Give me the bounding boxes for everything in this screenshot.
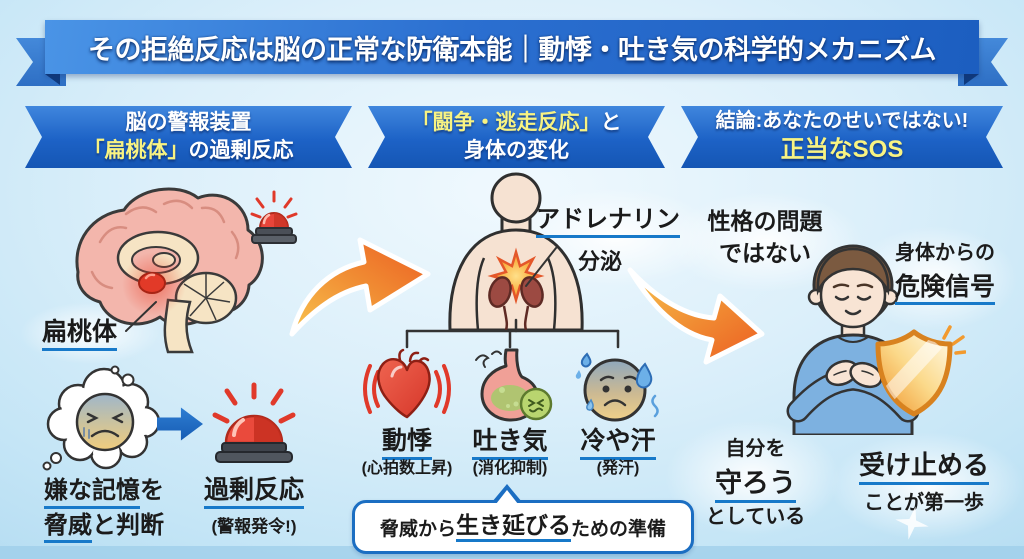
header-fight-flight-highlight: 「闘争・逃走反応」 — [411, 111, 601, 135]
symptom-label: 冷や汗 — [563, 424, 673, 460]
header-conclusion: 結論:あなたのせいではない! 正当なSOS — [681, 106, 1003, 168]
title-banner: その拒絶反応は脳の正常な防衛本能｜動悸・吐き気の科学的メカニズム — [45, 20, 979, 74]
flow-arrow-icon — [289, 237, 431, 337]
symptom-label: 吐き気 — [455, 424, 565, 460]
amygdala-label: 扁桃体 — [42, 318, 118, 351]
header-conclusion-line2: 正当なSOS — [780, 136, 904, 164]
header-amygdala-line1: 脳の警報装置 — [125, 111, 252, 135]
survival-callout: 脅威から生き延びるための準備 — [352, 500, 694, 554]
distressed-face-icon — [75, 392, 135, 452]
header-amygdala-highlight: 「扁桃体」 — [83, 139, 189, 162]
accept-caption: 受け止める ことが第一歩 — [858, 450, 989, 514]
stomach-icon — [475, 348, 553, 422]
symptom-sub: (心拍数上昇) — [361, 460, 453, 477]
siren-icon — [250, 190, 298, 244]
nausea-face-icon — [519, 387, 553, 421]
personality-caption: 性格の問題 ではない — [707, 208, 823, 266]
symptom-sub: (消化抑制) — [472, 460, 548, 477]
speech-bubble-tail-inner — [496, 490, 518, 504]
header-conclusion-line1: 結論:あなたのせいではない! — [715, 109, 969, 132]
flow-arrow-icon — [627, 267, 765, 365]
hand-icon — [849, 361, 883, 389]
thought-bubble-icon — [42, 365, 161, 471]
secretion-label: 分泌 — [578, 249, 623, 274]
ribbon-fold-right — [964, 74, 979, 85]
symptom-sub: (発汗) — [596, 460, 640, 477]
adrenaline-label: アドレナリン — [536, 206, 680, 238]
header-fight-flight: 「闘争・逃走反応」と 身体の変化 — [368, 106, 665, 168]
brain-icon — [75, 187, 264, 354]
sweat-face-icon — [575, 352, 659, 422]
header-amygdala: 脳の警報装置 「扁桃体」の過剰反応 — [25, 106, 352, 168]
protect-caption: 自分を 守ろう としている — [705, 438, 806, 528]
overreaction-caption: 過剰反応 (警報発令!) — [203, 476, 304, 536]
page-title: その拒絶反応は脳の正常な防衛本能｜動悸・吐き気の科学的メカニズム — [88, 34, 937, 65]
alarm-siren-icon — [212, 382, 296, 463]
symptom-label: 動悸 — [352, 424, 462, 460]
heart-icon — [363, 348, 451, 419]
memory-threat-caption: 嫌な記憶を 脅威と判断 — [28, 474, 180, 544]
header-fight-flight-line2: 身体の変化 — [464, 139, 569, 162]
ribbon-fold-left — [45, 74, 60, 85]
shield-icon — [875, 325, 966, 417]
header-amygdala-line2: の過剰反応 — [188, 139, 294, 162]
danger-signal-caption: 身体からの 危険信号 — [880, 240, 1010, 306]
header-fight-flight-line1: と — [600, 111, 622, 135]
